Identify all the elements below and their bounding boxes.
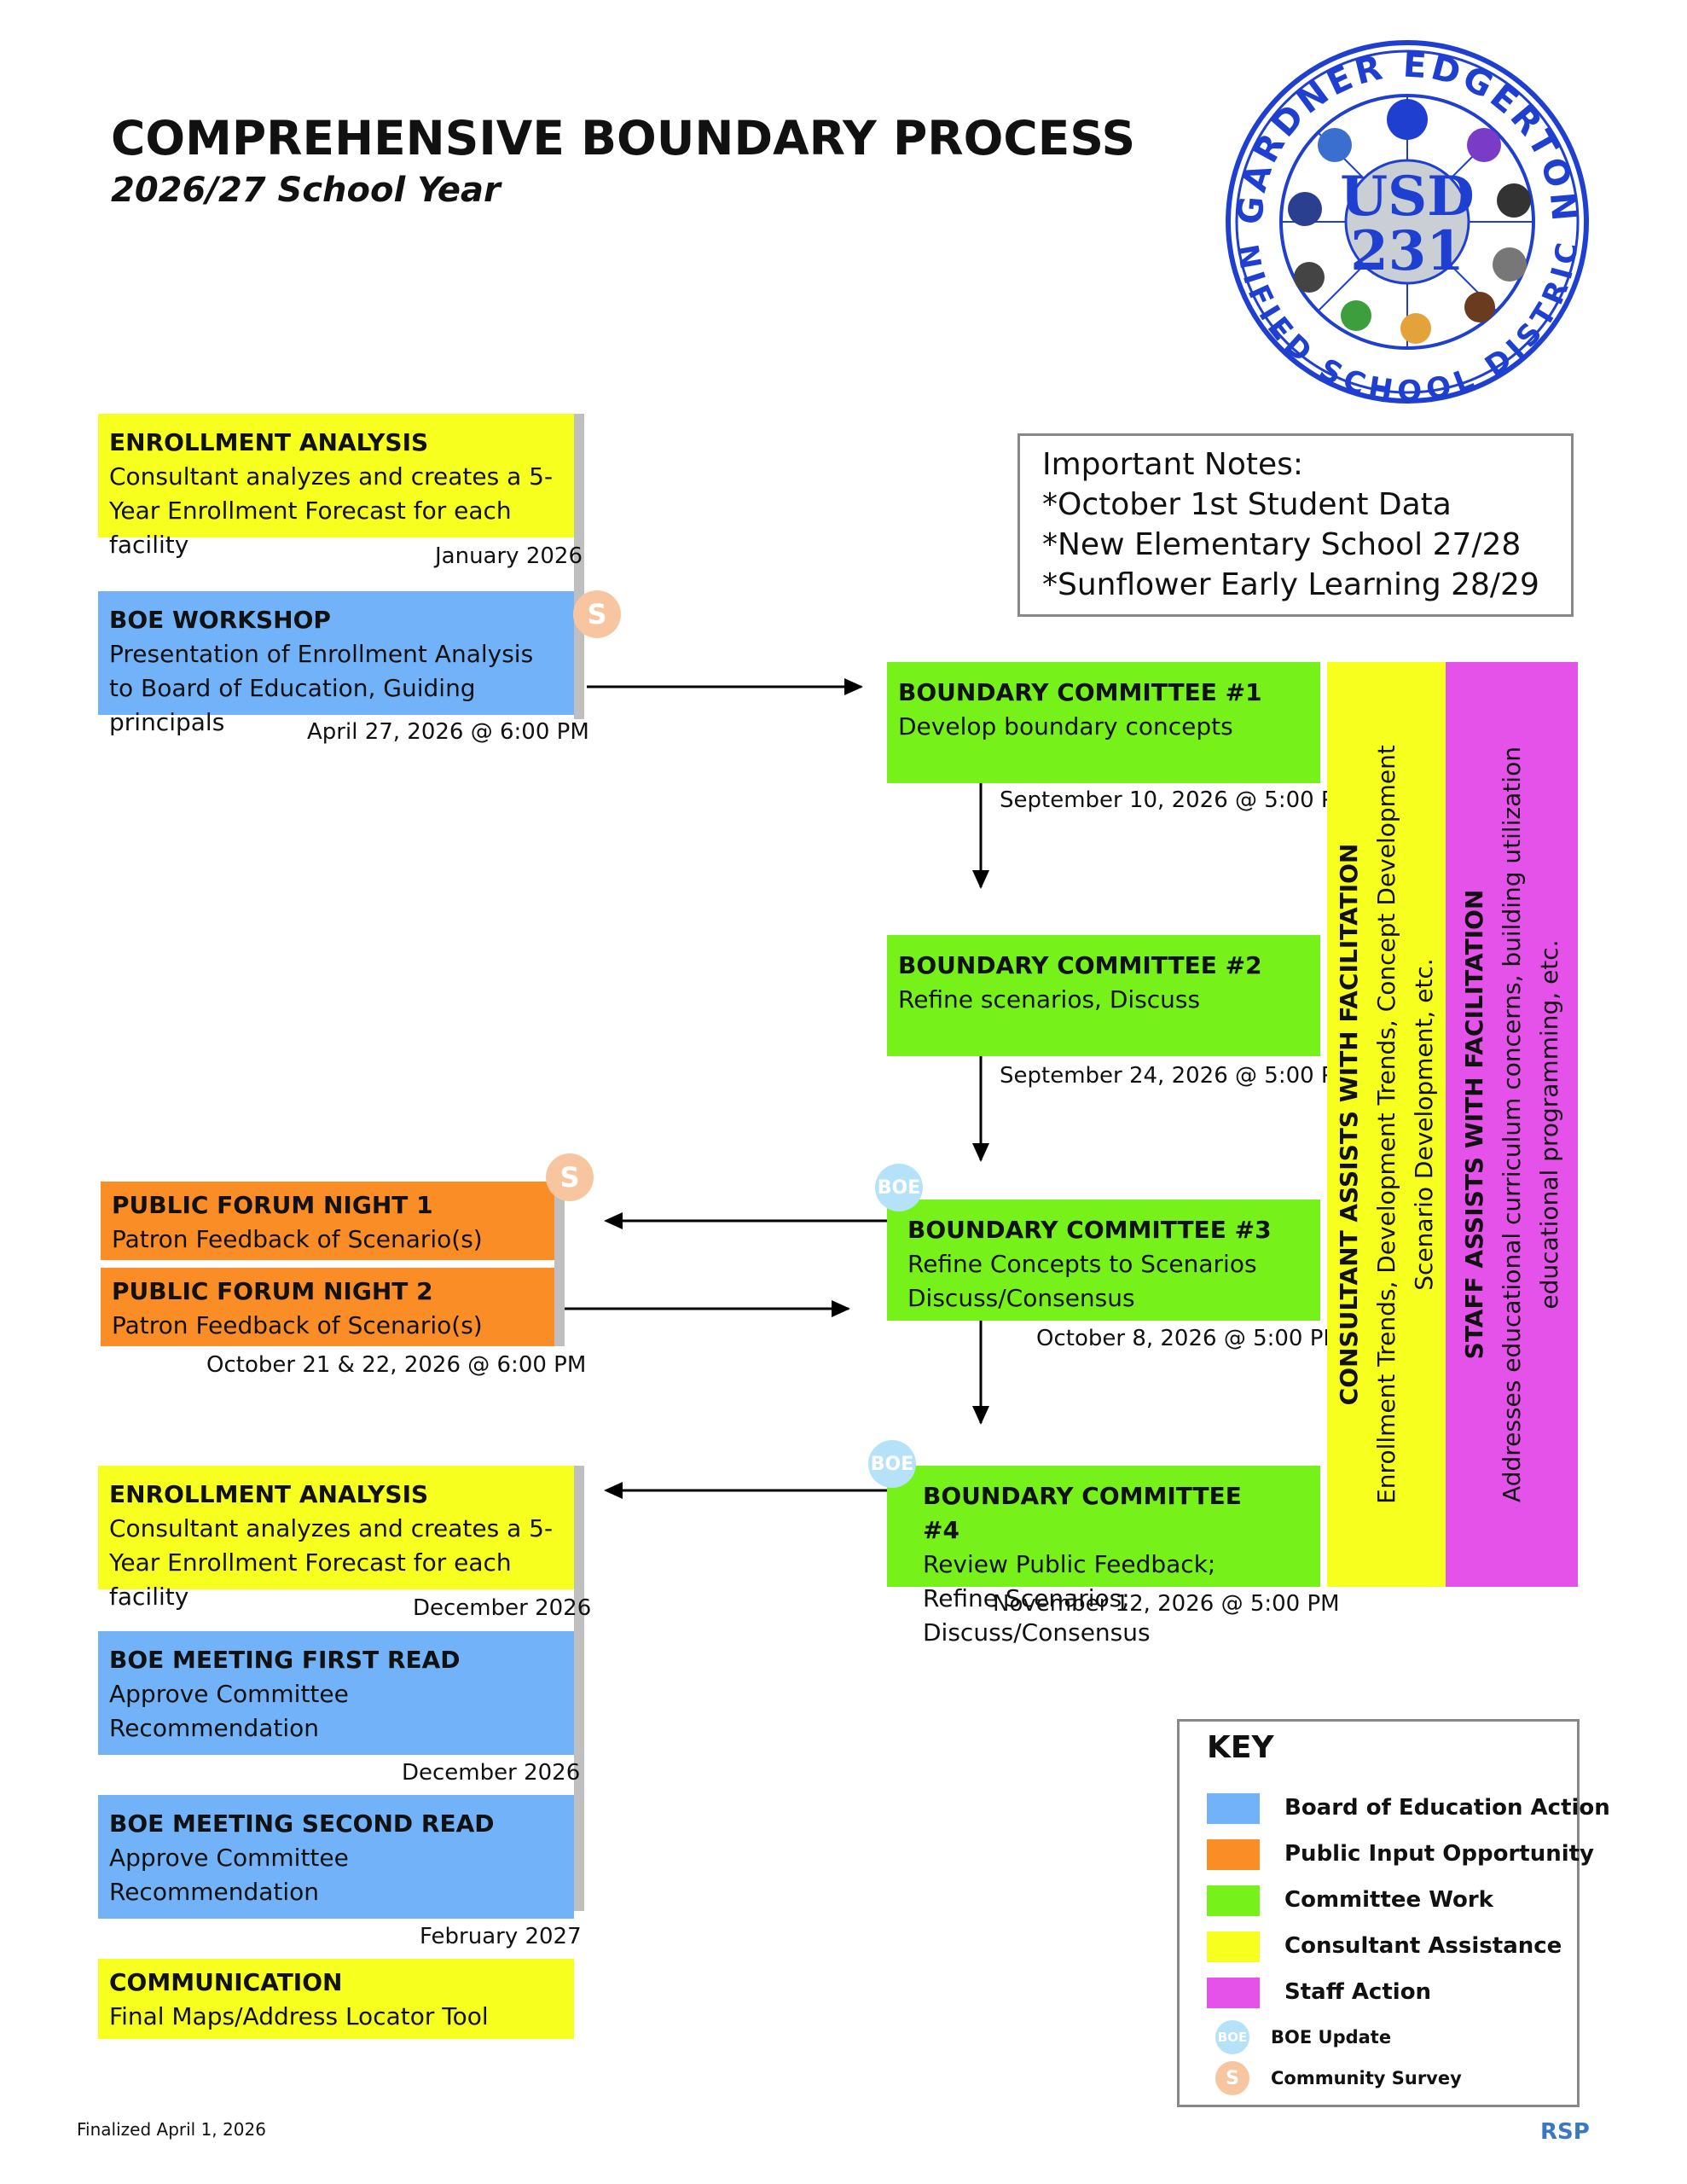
boundary-committee-3-date: October 8, 2026 @ 5:00 PM bbox=[1036, 1326, 1342, 1351]
important-notes-box: Important Notes: *October 1st Student Da… bbox=[1017, 433, 1574, 617]
important-note-1: *October 1st Student Data bbox=[1042, 487, 1452, 522]
boe-first-read-heading: BOE MEETING FIRST READ bbox=[109, 1646, 461, 1674]
boundary-committee-1-heading: BOUNDARY COMMITTEE #1 bbox=[898, 678, 1262, 706]
legend-label-staff: Staff Action bbox=[1284, 1979, 1432, 2005]
boundary-committee-4-text: Review Public Feedback; Refine Scenarios… bbox=[923, 1550, 1216, 1647]
consultant-facilitation-bar: CONSULTANT ASSISTS WITH FACILITATION Enr… bbox=[1327, 662, 1446, 1587]
timeline-bar-upper bbox=[574, 414, 584, 719]
boundary-committee-1-box: BOUNDARY COMMITTEE #1 Develop boundary c… bbox=[887, 662, 1320, 783]
staff-facilitation-bar: STAFF ASSISTS WITH FACILITATION Addresse… bbox=[1446, 662, 1578, 1587]
boe-update-badge-1: BOE bbox=[875, 1164, 923, 1211]
boe-update-badge-2: BOE bbox=[868, 1440, 916, 1488]
boe-first-read-text: Approve Committee Recommendation bbox=[109, 1680, 349, 1742]
public-forum-text-2: Patron Feedback of Scenario(s) bbox=[112, 1311, 483, 1339]
boundary-committee-2-date: September 24, 2026 @ 5:00 PM bbox=[1000, 1063, 1354, 1089]
boe-second-read-date: February 2027 bbox=[420, 1924, 582, 1949]
boundary-committee-4-date: November 12, 2026 @ 5:00 PM bbox=[993, 1591, 1340, 1617]
public-forum-box-2: PUBLIC FORUM NIGHT 2 Patron Feedback of … bbox=[101, 1268, 554, 1346]
finalized-date: Finalized April 1, 2026 bbox=[77, 2119, 266, 2140]
legend-boe-update-icon: BOE bbox=[1215, 2020, 1249, 2054]
legend-key: KEY Board of Education Action Public Inp… bbox=[1177, 1719, 1610, 2107]
legend-community-survey-icon: S bbox=[1215, 2061, 1249, 2095]
mascot-emblems bbox=[1288, 99, 1531, 344]
boundary-committee-4-box: BOUNDARY COMMITTEE #4 Review Public Feed… bbox=[887, 1466, 1320, 1647]
important-note-2: *New Elementary School 27/28 bbox=[1042, 527, 1522, 562]
enrollment-analysis-heading-1: ENROLLMENT ANALYSIS bbox=[109, 428, 429, 456]
legend-label-consultant: Consultant Assistance bbox=[1284, 1933, 1562, 1959]
boe-first-read-date: December 2026 bbox=[402, 1760, 581, 1786]
boe-workshop-heading: BOE WORKSHOP bbox=[109, 606, 331, 634]
community-survey-badge-2: S bbox=[546, 1153, 594, 1201]
enrollment-analysis-text-1: Consultant analyzes and creates a 5-Year… bbox=[109, 462, 554, 559]
boe-workshop-box: BOE WORKSHOP Presentation of Enrollment … bbox=[98, 591, 574, 736]
legend-label-boe-update: BOE Update bbox=[1271, 2027, 1392, 2048]
timeline-bar-forum bbox=[554, 1182, 565, 1346]
enrollment-analysis-date-2: December 2026 bbox=[413, 1595, 592, 1621]
boundary-committee-3-text: Refine Concepts to Scenarios Discuss/Con… bbox=[907, 1250, 1257, 1312]
boundary-committee-2-text: Refine scenarios, Discuss bbox=[898, 985, 1201, 1014]
boundary-committee-4-heading: BOUNDARY COMMITTEE #4 bbox=[923, 1482, 1242, 1544]
boe-second-read-text: Approve Committee Recommendation bbox=[109, 1844, 349, 1906]
important-notes-heading: Important Notes: bbox=[1042, 447, 1304, 482]
communication-box: COMMUNICATION Final Maps/Address Locator… bbox=[98, 1959, 574, 2039]
legend-swatch-staff bbox=[1207, 1978, 1260, 2008]
communication-text: Final Maps/Address Locator Tool bbox=[109, 2002, 489, 2030]
legend-swatch-consultant bbox=[1207, 1931, 1260, 1962]
seal-center-line2: 231 bbox=[1350, 219, 1464, 283]
district-seal-logo: GARDNER EDGERTON UNIFIED SCHOOL DISTRICT… bbox=[1211, 34, 1589, 409]
boundary-committee-2-heading: BOUNDARY COMMITTEE #2 bbox=[898, 951, 1262, 979]
boe-workshop-text: Presentation of Enrollment Analysis to B… bbox=[109, 640, 534, 736]
legend-label-public: Public Input Opportunity bbox=[1284, 1841, 1594, 1867]
public-forum-box-1: PUBLIC FORUM NIGHT 1 Patron Feedback of … bbox=[101, 1182, 554, 1260]
boundary-committee-1-date: September 10, 2026 @ 5:00 PM bbox=[1000, 787, 1354, 813]
rsp-logo: RSP bbox=[1540, 2119, 1590, 2145]
enrollment-analysis-date-1: January 2026 bbox=[435, 543, 583, 569]
boundary-committee-3-heading: BOUNDARY COMMITTEE #3 bbox=[907, 1216, 1272, 1244]
boe-second-read-heading: BOE MEETING SECOND READ bbox=[109, 1809, 495, 1838]
legend-label-committee: Committee Work bbox=[1284, 1887, 1493, 1913]
legend-label-community-survey: Community Survey bbox=[1271, 2068, 1462, 2088]
important-note-3: *Sunflower Early Learning 28/29 bbox=[1042, 567, 1539, 602]
public-forum-date: October 21 & 22, 2026 @ 6:00 PM bbox=[206, 1352, 587, 1378]
public-forum-heading-2: PUBLIC FORUM NIGHT 2 bbox=[112, 1277, 433, 1305]
public-forum-text-1: Patron Feedback of Scenario(s) bbox=[112, 1225, 483, 1253]
public-forum-heading-1: PUBLIC FORUM NIGHT 1 bbox=[112, 1191, 433, 1219]
page-title: COMPREHENSIVE BOUNDARY PROCESS bbox=[111, 111, 1136, 166]
page-subtitle: 2026/27 School Year bbox=[111, 171, 501, 210]
enrollment-analysis-heading-2: ENROLLMENT ANALYSIS bbox=[109, 1480, 429, 1508]
legend-title: KEY bbox=[1207, 1730, 1274, 1765]
communication-heading: COMMUNICATION bbox=[109, 1968, 343, 1996]
boe-first-read-box: BOE MEETING FIRST READ Approve Committee… bbox=[98, 1631, 574, 1755]
boundary-committee-1-text: Develop boundary concepts bbox=[898, 712, 1233, 741]
legend-swatch-public bbox=[1207, 1839, 1260, 1870]
timeline-bar-lower bbox=[574, 1466, 584, 1911]
enrollment-analysis-box-2: ENROLLMENT ANALYSIS Consultant analyzes … bbox=[98, 1466, 574, 1611]
enrollment-analysis-box-1: ENROLLMENT ANALYSIS Consultant analyzes … bbox=[98, 414, 574, 559]
legend-label-board: Board of Education Action bbox=[1284, 1795, 1610, 1821]
boundary-committee-2-box: BOUNDARY COMMITTEE #2 Refine scenarios, … bbox=[887, 935, 1320, 1056]
boe-workshop-date: April 27, 2026 @ 6:00 PM bbox=[307, 719, 589, 745]
community-survey-badge-1: S bbox=[573, 590, 621, 638]
enrollment-analysis-text-2: Consultant analyzes and creates a 5-Year… bbox=[109, 1514, 554, 1611]
boe-second-read-box: BOE MEETING SECOND READ Approve Committe… bbox=[98, 1795, 574, 1919]
legend-swatch-committee bbox=[1207, 1885, 1260, 1916]
legend-swatch-board bbox=[1207, 1793, 1260, 1824]
boundary-committee-3-box: BOUNDARY COMMITTEE #3 Refine Concepts to… bbox=[887, 1199, 1320, 1321]
seal-center-line1: USD bbox=[1340, 165, 1475, 229]
